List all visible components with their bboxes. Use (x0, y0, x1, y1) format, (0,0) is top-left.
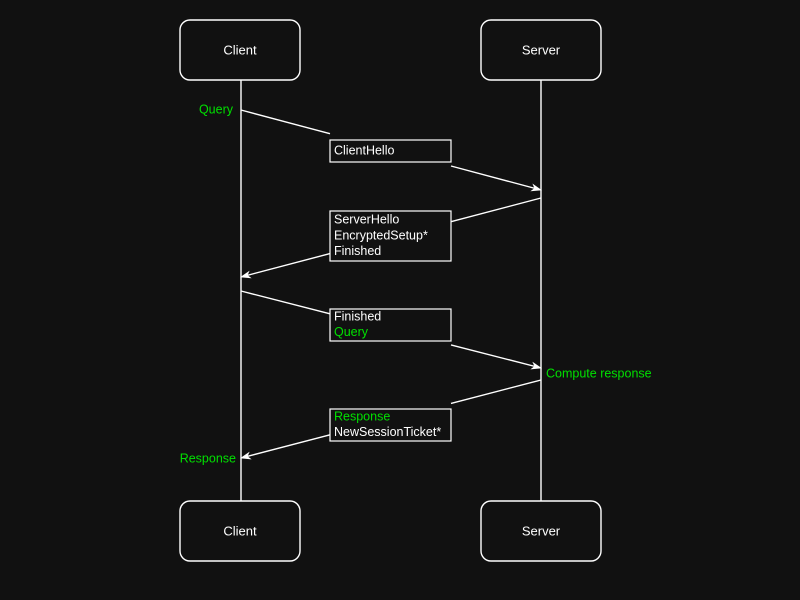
message-line-end (240, 434, 331, 460)
compute-response-label: Compute response (546, 366, 652, 380)
message-label-box (329, 139, 452, 163)
message-label-box (329, 308, 452, 342)
message-label-line: ClientHello (334, 143, 394, 157)
query-label: Query (199, 102, 234, 116)
actor-box-footer-server[interactable]: Server (480, 500, 602, 562)
message-label-line: NewSessionTicket* (334, 425, 441, 439)
actor-box-label: Server (522, 42, 561, 57)
actor-box-outline (480, 500, 602, 562)
message-client-hello[interactable]: ClientHello (240, 109, 542, 192)
message-line-start (240, 290, 331, 315)
message-line-start (240, 109, 331, 135)
actor-box-header-client[interactable]: Client (179, 19, 301, 81)
actor-box-label: Client (223, 523, 257, 538)
actor-box-outline (480, 19, 602, 81)
message-line-end (450, 344, 542, 370)
message-label-box (329, 210, 452, 262)
lifelines-group (240, 80, 542, 501)
message-label-line: Finished (334, 309, 381, 323)
actor-box-footer-client[interactable]: Client (179, 500, 301, 562)
message-label-line: Query (334, 325, 369, 339)
message-label-line: Finished (334, 244, 381, 258)
message-label-line: ServerHello (334, 213, 399, 227)
actor-box-outline (179, 19, 301, 81)
response-label: Response (180, 451, 236, 465)
actor-box-outline (179, 500, 301, 562)
message-label-box (329, 408, 452, 442)
actor-box-label: Server (522, 523, 561, 538)
message-label-line: EncryptedSetup* (334, 228, 428, 242)
message-label-line: Response (334, 409, 390, 423)
message-line-end (450, 165, 542, 192)
message-line-end (240, 252, 331, 279)
actor-box-label: Client (223, 42, 257, 57)
message-line-start (450, 197, 542, 223)
message-line-start (450, 379, 542, 405)
actor-box-header-server[interactable]: Server (480, 19, 602, 81)
